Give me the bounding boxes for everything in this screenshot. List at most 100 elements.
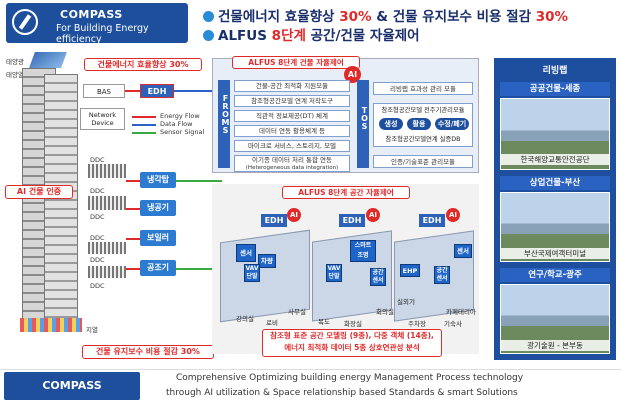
ddc-panel-icon xyxy=(88,164,126,178)
caption-ai-certification: AI 건물 인증 xyxy=(5,185,73,199)
device-sensor: 센서 xyxy=(236,244,256,262)
legend-data-label: Data Flow xyxy=(160,120,193,128)
sensor-signal-line xyxy=(176,268,212,270)
space-caption: 참조형 표준 공간 모델링 (9종), 다중 객체 (14종), 에너지 최적화… xyxy=(262,329,442,357)
bullet-icon xyxy=(203,11,214,22)
equipment-cooling-tower: 냉각탑 xyxy=(140,172,176,188)
device-space-sensor: 공간 센서 xyxy=(370,268,386,286)
equipment-boiler: 보일러 xyxy=(140,230,176,246)
froms-item: 마이크로 서비스, 스토리지, 모델 xyxy=(234,140,350,152)
room-office: 사무실 xyxy=(288,308,306,316)
room-lecture: 강의실 xyxy=(236,315,254,323)
froms-item: 참조형공간모델 연계 저작도구 xyxy=(234,95,350,107)
lab-sejong-sub: 한국해양교통안전공단 xyxy=(500,154,610,165)
room-meeting: 회의실 xyxy=(376,308,394,316)
ai-badge: AI xyxy=(344,66,361,83)
lab-gwangju-head: 연구/학교-광주 xyxy=(500,268,610,282)
energy-flow-line xyxy=(126,208,140,210)
lab-gwangju-sub: 광기술원 - 본부동 xyxy=(500,340,610,351)
tos-label: TOS xyxy=(360,106,369,130)
footer-compass-label: COMPASS xyxy=(4,372,140,400)
ddc-label: DDC xyxy=(90,213,105,221)
ddc-label: DDC xyxy=(90,282,105,290)
legend-energy-label: Energy Flow xyxy=(160,112,200,120)
cycle-create: 생성 xyxy=(379,118,403,130)
energy-flow-line xyxy=(126,268,140,270)
device-space-sensor: 공간 센서 xyxy=(434,266,450,284)
tos-item: 참조형공간모델연계 실증DB xyxy=(385,136,461,143)
ddc-label: DDC xyxy=(90,187,105,195)
edh-box-space: EDH xyxy=(339,214,365,227)
room-restroom: 화장실 xyxy=(344,320,362,328)
headline-efficiency: 건물에너지 효율향상 30% & 건물 유지보수 비용 절감 30% xyxy=(203,5,568,25)
solar-panel-icon xyxy=(29,52,67,68)
sensor-signal-line xyxy=(176,180,222,182)
network-device-box: Network Device xyxy=(80,108,125,130)
legend-data-line xyxy=(132,124,156,126)
lab-busan-head: 상업건물-부산 xyxy=(500,176,610,190)
ddc-label: DDC xyxy=(90,256,105,264)
froms-item: 데이터 연동 활용체계 등 xyxy=(234,125,350,137)
ddc-panel-icon xyxy=(88,266,126,278)
device-vav: VAV 단말 xyxy=(244,264,260,282)
equipment-cold-air: 냉공기 xyxy=(140,200,176,216)
logo-subtitle: For Building Energy efficiency xyxy=(56,23,149,45)
froms-bar: FROMS xyxy=(218,80,230,168)
caption-efficiency: 건물에너지 효율향상 30% xyxy=(84,58,202,71)
device-vav: VAV 단말 xyxy=(326,264,342,282)
edh-box-space: EDH xyxy=(419,214,445,227)
room-parking: 주차장 xyxy=(408,320,426,328)
ddc-label: DDC xyxy=(90,156,105,164)
bullet-icon xyxy=(203,30,214,41)
froms-item: 건물-공간 최적화 지원모듈 xyxy=(234,80,350,92)
caption-maintenance: 건물 유지보수 비용 절감 30% xyxy=(82,345,214,359)
basement-label: 지열 xyxy=(86,326,98,334)
room-lobby: 로비 xyxy=(266,319,278,327)
lab-sejong-head: 공공건물-세종 xyxy=(500,82,610,96)
energy-flow-line xyxy=(126,180,140,182)
living-lab-title: 리빙랩 xyxy=(542,66,568,76)
footer-slogan-line2: through AI utilization & Space relations… xyxy=(166,388,518,398)
cycle-use: 활용 xyxy=(407,118,431,130)
tos-item: 리빙랩 효과성 관리 모듈 xyxy=(373,82,473,95)
room-cafeteria: 카페테리아 xyxy=(446,308,476,316)
tos-item: 참조형공간모델 전주기관리모듈 xyxy=(381,107,465,114)
legend-sensor-line xyxy=(132,132,156,134)
device-ehp: EHP xyxy=(400,264,420,277)
ddc-label: DDC xyxy=(90,234,105,242)
headline-alfus: ALFUS 8단계 공간/건물 자율제어 xyxy=(203,24,420,44)
legend-energy-line xyxy=(132,116,156,118)
roof-label-thermal: 태양열 xyxy=(6,71,24,79)
energy-flow-line xyxy=(125,90,140,92)
bas-box: BAS xyxy=(83,84,125,98)
froms-item-integration: 이기종 데이터 처리 통합 연동 (Heterogeneous data int… xyxy=(234,155,350,172)
device-vehicle: 차량 xyxy=(258,254,276,268)
room-corridor: 복도 xyxy=(318,318,330,326)
ai-badge: AI xyxy=(446,208,460,222)
lab-busan-sub: 부산국제여객터미널 xyxy=(500,248,610,259)
legend-sensor-label: Sensor Signal xyxy=(160,128,205,136)
device-sensor: 센서 xyxy=(454,244,472,258)
ddc-panel-icon xyxy=(88,196,126,210)
edh-box-space: EDH xyxy=(261,214,287,227)
energy-flow-line xyxy=(126,238,140,240)
ai-badge: AI xyxy=(287,208,301,222)
equipment-ahu: 공조기 xyxy=(140,260,176,276)
tos-item: 인증/기술표준 관리모듈 xyxy=(373,155,473,168)
edh-box-building: EDH xyxy=(140,84,174,98)
geothermal-pipes-icon xyxy=(20,318,82,332)
tos-bar: TOS xyxy=(357,80,369,168)
room-dormitory: 기숙사 xyxy=(444,320,462,328)
footer-slogan-line1: Comprehensive Optimizing building energy… xyxy=(176,373,524,383)
compass-icon xyxy=(12,9,38,35)
logo-title: COMPASS xyxy=(60,8,123,21)
roof-label-solar: 태양광 xyxy=(6,58,24,66)
ddc-panel-icon xyxy=(88,242,126,254)
data-flow-line xyxy=(174,90,218,92)
space-control-title: ALFUS 8단계 공간 자율제어 xyxy=(282,186,410,199)
device-smart-light: 스마트 조명 xyxy=(350,240,376,262)
ai-badge: AI xyxy=(366,208,380,222)
device-outdoor-unit: 실외기 xyxy=(397,298,415,306)
cycle-modify: 수정/폐기 xyxy=(435,118,469,130)
froms-item: 직관적 정보제공(DT) 체계 xyxy=(234,110,350,122)
